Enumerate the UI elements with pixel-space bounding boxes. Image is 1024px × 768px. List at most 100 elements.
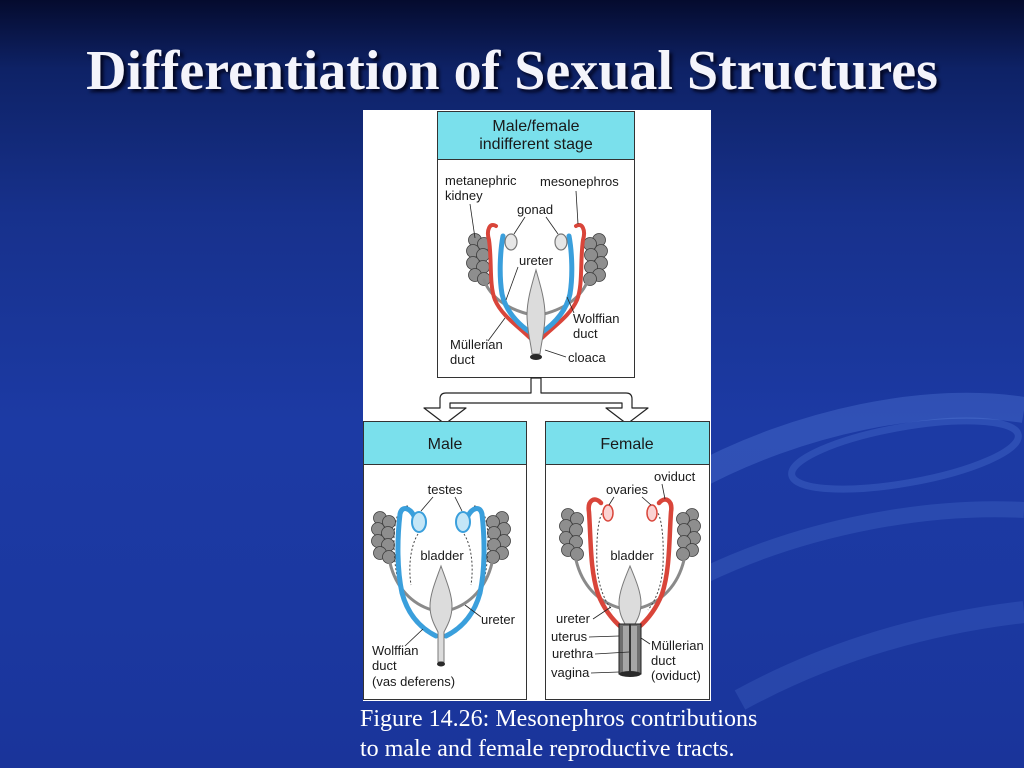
wolffian-duct-label: Wolffian [573, 311, 620, 326]
right-mullerian-duct [540, 223, 587, 340]
left-ureter [482, 278, 530, 316]
indifferent-stage-title: Male/female [492, 118, 579, 135]
left-kidney [559, 508, 584, 561]
gonad-label: gonad [517, 202, 553, 217]
left-wolffian-duct [497, 233, 534, 336]
mullerian-duct-label: duct [450, 352, 475, 367]
right-ureter [638, 558, 686, 610]
ureter-label: ureter [556, 611, 591, 626]
female-header [545, 421, 710, 465]
right-wolffian-duct [538, 233, 575, 336]
left-vas-deferens [395, 506, 439, 639]
right-kidney [676, 508, 701, 561]
mullerian-duct-label: Müllerian [651, 638, 704, 653]
background-swirl [701, 501, 1024, 583]
indifferent-stage-title: indifferent stage [479, 136, 593, 153]
regressed-wolffian-duct [596, 509, 613, 611]
caption-line: Figure 14.26: Mesonephros contributions [360, 706, 758, 732]
vaginal-opening [619, 671, 641, 677]
indifferent-stage-header [437, 111, 635, 160]
mullerian-duct-label: Müllerian [450, 337, 503, 352]
left-ureter [388, 561, 434, 612]
urethra-leader [594, 651, 630, 655]
wolffian-duct-label: Wolffian [372, 643, 419, 658]
cloaca-label: cloaca [568, 350, 606, 365]
kidney-lobe [382, 550, 396, 564]
wolffian-duct-leader [404, 628, 424, 647]
right-metanephric-kidney [583, 233, 608, 286]
right-ureter [542, 278, 590, 316]
branch-arrow [423, 377, 649, 425]
vagina-label: vagina [551, 665, 590, 680]
ureter-leader [592, 606, 612, 620]
regressed-wolffian-duct [647, 509, 664, 611]
reproductive-tract-figure: Male/female indifferent stage metanephri… [363, 110, 711, 701]
ovaries-leader [641, 496, 652, 506]
wolffian-duct-leader [566, 296, 575, 314]
caption-line: to male and female reproductive tracts. [360, 736, 735, 762]
indifferent-stage-panel: Male/female indifferent stage metanephri… [437, 111, 635, 378]
mullerian-duct-label: (oviduct) [651, 668, 701, 683]
background-swirl [734, 601, 1024, 710]
left-ovary [602, 504, 614, 522]
right-kidney [486, 511, 511, 564]
vagina-leader [590, 671, 620, 674]
male-header [363, 421, 527, 465]
wolffian-duct-label: duct [372, 658, 397, 673]
uterus-label: uterus [551, 629, 588, 644]
background-swirl-loop [788, 417, 1022, 493]
oviduct-leader [661, 483, 666, 500]
urethra-label: urethra [552, 646, 594, 661]
right-gonad [554, 233, 568, 251]
ureter-label: ureter [481, 612, 516, 627]
female-panel: Female oviduct ovaries [545, 421, 710, 700]
ureter-label: ureter [519, 253, 554, 268]
ovaries-leader [608, 496, 615, 506]
metanephric-kidney-label: kidney [445, 188, 483, 203]
urethra [629, 624, 631, 674]
mesonephros-leader [575, 190, 579, 225]
left-metanephric-kidney [466, 233, 491, 286]
slide-title: Differentiation of Sexual Structures [86, 40, 938, 102]
kidney-lobe [676, 547, 690, 561]
figure-caption: Figure 14.26: Mesonephros contributions … [360, 704, 757, 764]
female-title: Female [600, 436, 653, 453]
ovaries-label: ovaries [606, 482, 648, 497]
ureter-leader [464, 604, 482, 618]
mullerian-duct-leader [487, 317, 506, 342]
ureter-leader [505, 266, 519, 301]
testes-leader [420, 496, 434, 512]
right-ovary [646, 504, 658, 522]
bladder-label: bladder [610, 548, 654, 563]
left-mullerian-duct [485, 223, 532, 340]
left-oviduct [586, 497, 625, 631]
male-panel: Male testes bladder ureter Wolffian duct [363, 421, 527, 700]
right-testis [455, 511, 471, 533]
urethral-opening [437, 661, 445, 667]
left-kidney [371, 511, 396, 564]
background-swirl [683, 392, 1024, 492]
mesonephros-label: mesonephros [540, 174, 619, 189]
gonad-leader [513, 216, 526, 235]
bladder-label: bladder [420, 548, 464, 563]
metanephric-kidney-label: metanephric [445, 173, 517, 188]
mullerian-duct-label: duct [651, 653, 676, 668]
uterus-leader [588, 635, 620, 638]
wolffian-duct-label: duct [573, 326, 598, 341]
kidney-lobe [570, 547, 584, 561]
mullerian-duct-leader [640, 637, 651, 645]
left-ureter [574, 558, 622, 610]
left-testis [411, 511, 427, 533]
testes-leader [454, 496, 463, 512]
oviduct-label: oviduct [654, 469, 696, 484]
cloaca-leader [544, 349, 567, 358]
metanephric-kidney-leader [469, 203, 476, 239]
testes-label: testes [428, 482, 463, 497]
wolffian-duct-label: (vas deferens) [372, 674, 455, 689]
right-oviduct [635, 497, 674, 631]
gonad-leader [545, 216, 559, 235]
cloaca-opening [530, 354, 542, 360]
male-title: Male [428, 436, 463, 453]
